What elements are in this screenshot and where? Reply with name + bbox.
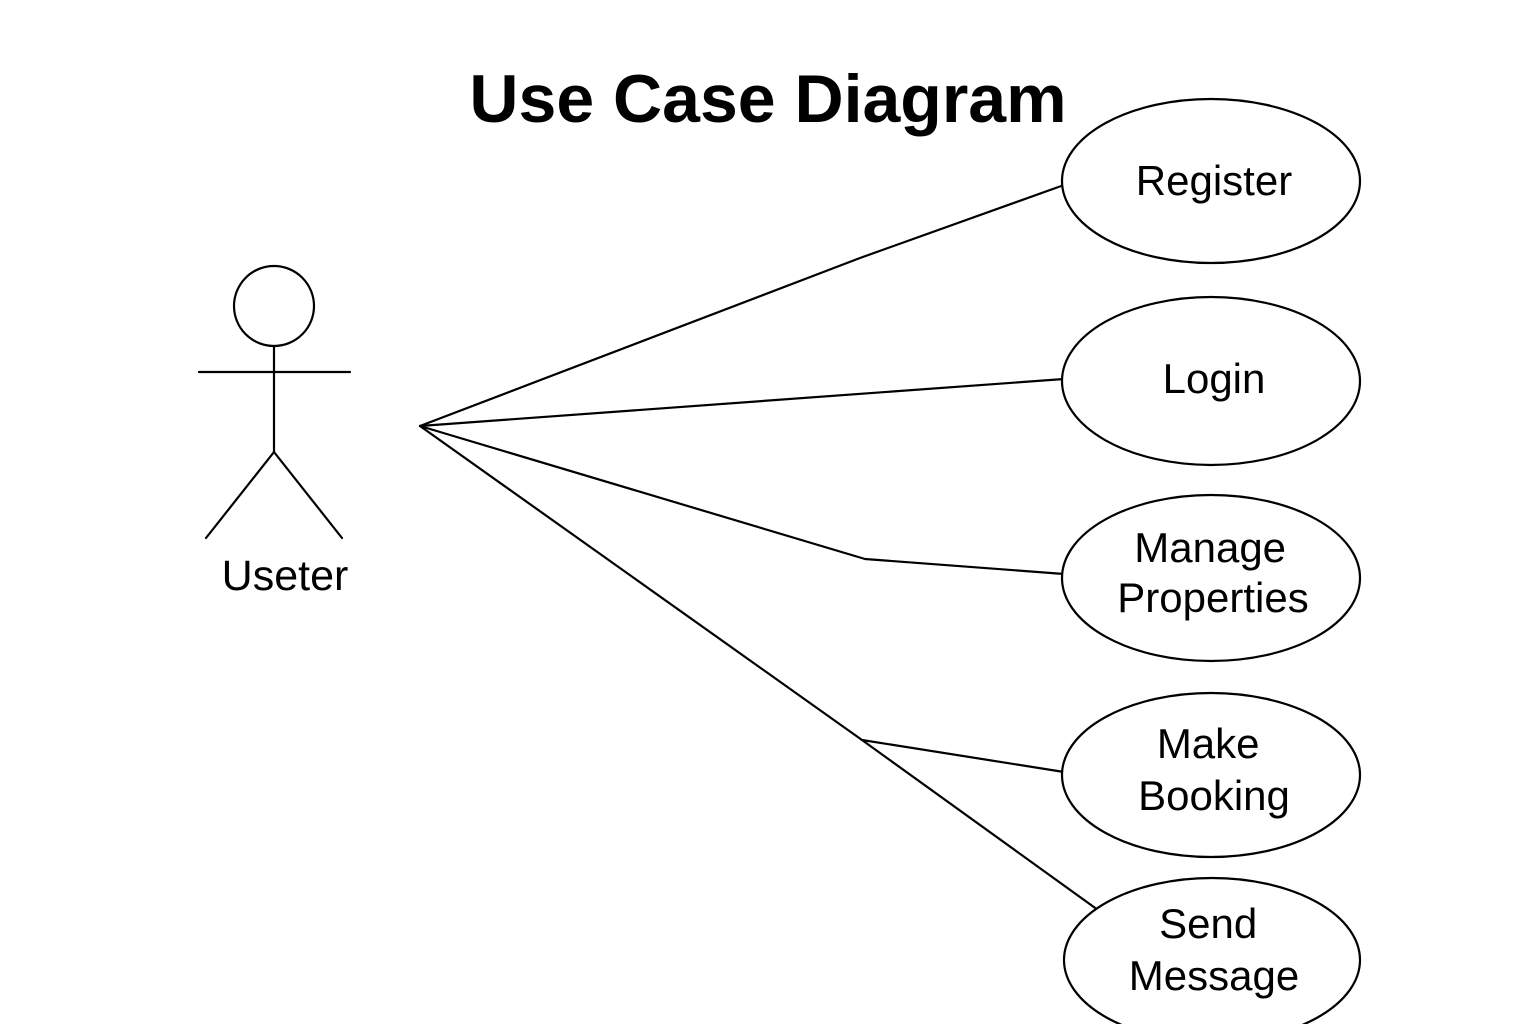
use-case-manage-properties: Manage Properties [1060,493,1362,663]
actor-right-leg [272,450,344,540]
use-case-login: Login [1060,295,1362,467]
use-case-label: Manage Properties [1117,524,1308,621]
use-case-label: Register [1136,157,1292,204]
use-case-label: Make Booking [1138,720,1290,819]
use-case-ellipse [1060,493,1362,663]
use-case-ellipse [1060,691,1362,859]
actor-head [232,264,316,348]
actor-label: Useter [222,552,349,600]
use-case-label: Send Message [1129,900,1299,999]
use-case-make-booking: Make Booking [1060,691,1362,859]
association-login [418,377,1066,428]
association-register [418,183,1066,428]
use-case-register: Register [1060,97,1362,265]
association-manage-properties [418,424,1066,576]
associations [418,183,1100,912]
use-case-send-message: Send Message [1062,876,1362,1024]
use-case-ellipse [1060,97,1362,265]
actor-left-leg [204,450,276,540]
association-make-booking [418,424,1066,774]
diagram-title: Use Case Diagram [469,61,1066,137]
association-send-message [860,738,1100,912]
use-case-ellipse [1060,295,1362,467]
stick-figure-icon [197,264,352,540]
actor: Useter [197,264,352,600]
use-case-label: Login [1163,355,1266,402]
use-case-ellipse [1062,876,1362,1024]
